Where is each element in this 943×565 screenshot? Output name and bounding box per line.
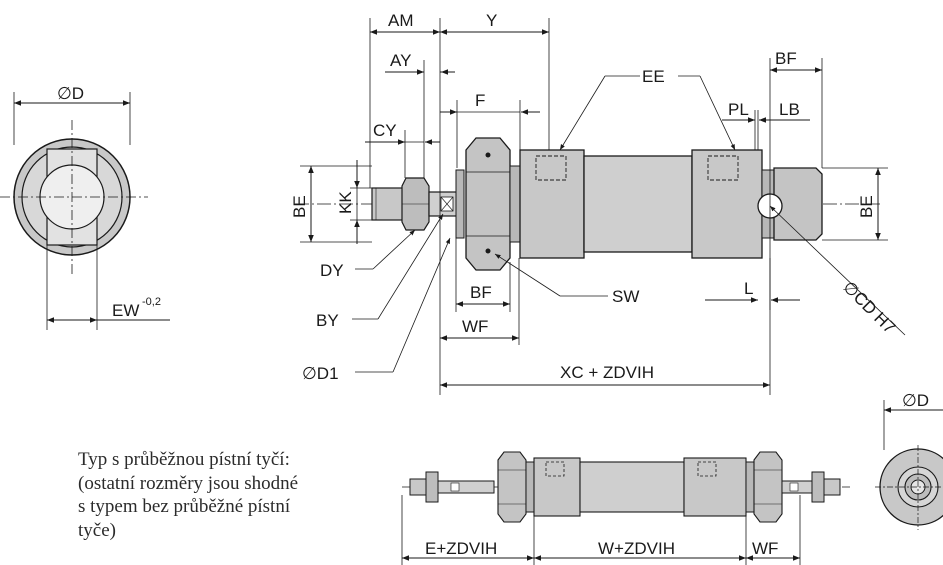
label-lb: LB	[779, 100, 800, 119]
label-bf-bottom: BF	[470, 283, 492, 302]
note-line-1: Typ s průběžnou pístní tyčí:	[78, 449, 290, 470]
label-xc-zdvih: XC + ZDVIH	[560, 363, 654, 382]
label-y: Y	[486, 11, 497, 30]
label-diameter-d-small: ∅D	[902, 391, 929, 410]
label-pl: PL	[728, 100, 749, 119]
label-cy: CY	[373, 121, 397, 140]
label-ew-tolerance: -0,2	[142, 296, 161, 308]
label-wf-bottom: WF	[752, 539, 778, 558]
label-ay: AY	[390, 51, 411, 70]
main-view-dimensions	[300, 18, 906, 395]
label-ee: EE	[642, 67, 665, 86]
label-w-zdvih: W+ZDVIH	[598, 539, 675, 558]
label-dy: DY	[320, 261, 344, 280]
cylinder-side-view	[295, 137, 880, 271]
label-ew: EW	[112, 301, 139, 320]
through-rod-note: Typ s průběžnou pístní tyčí: (ostatní ro…	[78, 448, 388, 542]
end-view-rod-side	[0, 92, 170, 330]
label-be-left: BE	[290, 195, 309, 218]
label-diameter-d: ∅D	[57, 84, 84, 103]
label-d1: ∅D1	[302, 364, 339, 383]
label-am: AM	[388, 11, 414, 30]
end-view-through-rod	[875, 400, 943, 530]
label-by: BY	[316, 311, 339, 330]
label-l: L	[744, 279, 753, 298]
label-e-zdvih: E+ZDVIH	[425, 539, 497, 558]
note-line-3: s typem bez průběžné pístní	[78, 496, 291, 517]
label-wf: WF	[462, 317, 488, 336]
label-cd-h7: ∅CD H7	[839, 277, 899, 337]
note-line-4: tyče)	[78, 519, 116, 541]
note-line-2: (ostatní rozměry jsou shodné	[78, 472, 299, 494]
label-sw: SW	[612, 287, 639, 306]
label-be-right: BE	[857, 195, 876, 218]
label-kk: KK	[336, 191, 355, 214]
label-f: F	[475, 91, 485, 110]
through-rod-side-view	[401, 451, 850, 565]
label-bf-top: BF	[775, 49, 797, 68]
